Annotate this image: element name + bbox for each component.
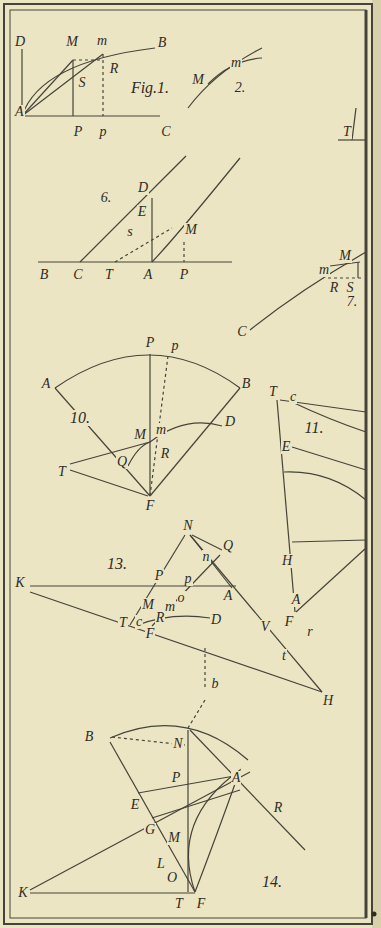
point-letter: r [306,625,313,639]
point-letter: P [154,569,165,583]
point-letter: F [284,615,295,629]
point-letter: A [231,771,242,785]
point-letter: m [155,423,167,437]
point-letter: Q [222,539,234,553]
point-letter: K [14,576,25,590]
point-letter: G [144,823,156,837]
point-letter: N [172,737,183,751]
point-letter: P [171,771,182,785]
point-letter: M [167,831,181,845]
point-letter: 7. [346,295,359,309]
point-letter: C [160,125,171,139]
point-letter: c [135,615,143,629]
point-letter: R [329,281,340,295]
point-letter: m [96,34,108,48]
point-letter: F [145,627,156,641]
point-letter: S [346,281,355,295]
point-letter: Q [116,455,128,469]
point-letter: E [281,440,292,454]
point-letter: m [230,56,242,70]
point-letter: D [14,35,26,49]
point-letter: D [224,415,236,429]
point-letter: P [73,125,84,139]
point-letter: M [184,223,198,237]
point-letter: c [289,390,297,404]
figure-number: 14. [261,874,283,890]
point-letter: A [41,377,52,391]
point-letter: t [281,649,287,663]
point-letter: E [137,205,148,219]
point-letter: T [268,385,278,399]
figure-number: Fig.1. [130,80,170,96]
point-letter: R [155,611,166,625]
point-letter: N [182,519,193,533]
point-letter: 2. [234,81,247,95]
point-letter: 6. [100,191,113,205]
point-letter: O [166,871,178,885]
point-letter: P [145,336,156,350]
point-letter: A [223,589,234,603]
point-letter: B [241,377,252,391]
point-letter: T [104,268,114,282]
point-letter: M [191,73,205,87]
point-letter: T [174,897,184,911]
point-letter: D [137,181,149,195]
point-letter: B [39,268,50,282]
point-letter: M [65,35,79,49]
point-letter: C [72,268,83,282]
point-letter: m [164,600,176,614]
point-letter: o [177,591,186,605]
figure-number: 10. [69,410,91,426]
point-letter: M [338,249,352,263]
point-letter: V [260,620,271,634]
point-letter: A [143,268,154,282]
point-letter: R [273,801,284,815]
point-letter: C [236,325,247,339]
point-letter: D [210,613,222,627]
point-letter: K [17,886,28,900]
point-letter: b [211,677,220,691]
point-letter: S [78,76,87,90]
point-letter: M [141,598,155,612]
point-letter: H [281,554,293,568]
point-letter: H [322,694,334,708]
point-letter: R [160,447,171,461]
point-letter: F [145,499,156,513]
point-letter: T [57,465,67,479]
point-letter: R [109,62,120,76]
point-letter: E [130,798,141,812]
point-letter: s [126,225,133,239]
point-letter: L [156,857,166,871]
point-letter: F [196,897,207,911]
point-letter: T [118,616,128,630]
point-letter: p [99,125,108,139]
point-letter: p [184,572,193,586]
point-letter: A [14,105,25,119]
point-letter: P [179,268,190,282]
point-letter: M [133,428,147,442]
point-letter: n [202,550,211,564]
figure-number: 11. [304,420,325,436]
point-letter: B [84,730,95,744]
point-letter: m [318,263,330,277]
point-letter: p [171,339,180,353]
figure-number: 13. [106,556,128,572]
point-letter: B [157,36,168,50]
point-letter: T [342,125,352,139]
point-letter: A [291,593,302,607]
